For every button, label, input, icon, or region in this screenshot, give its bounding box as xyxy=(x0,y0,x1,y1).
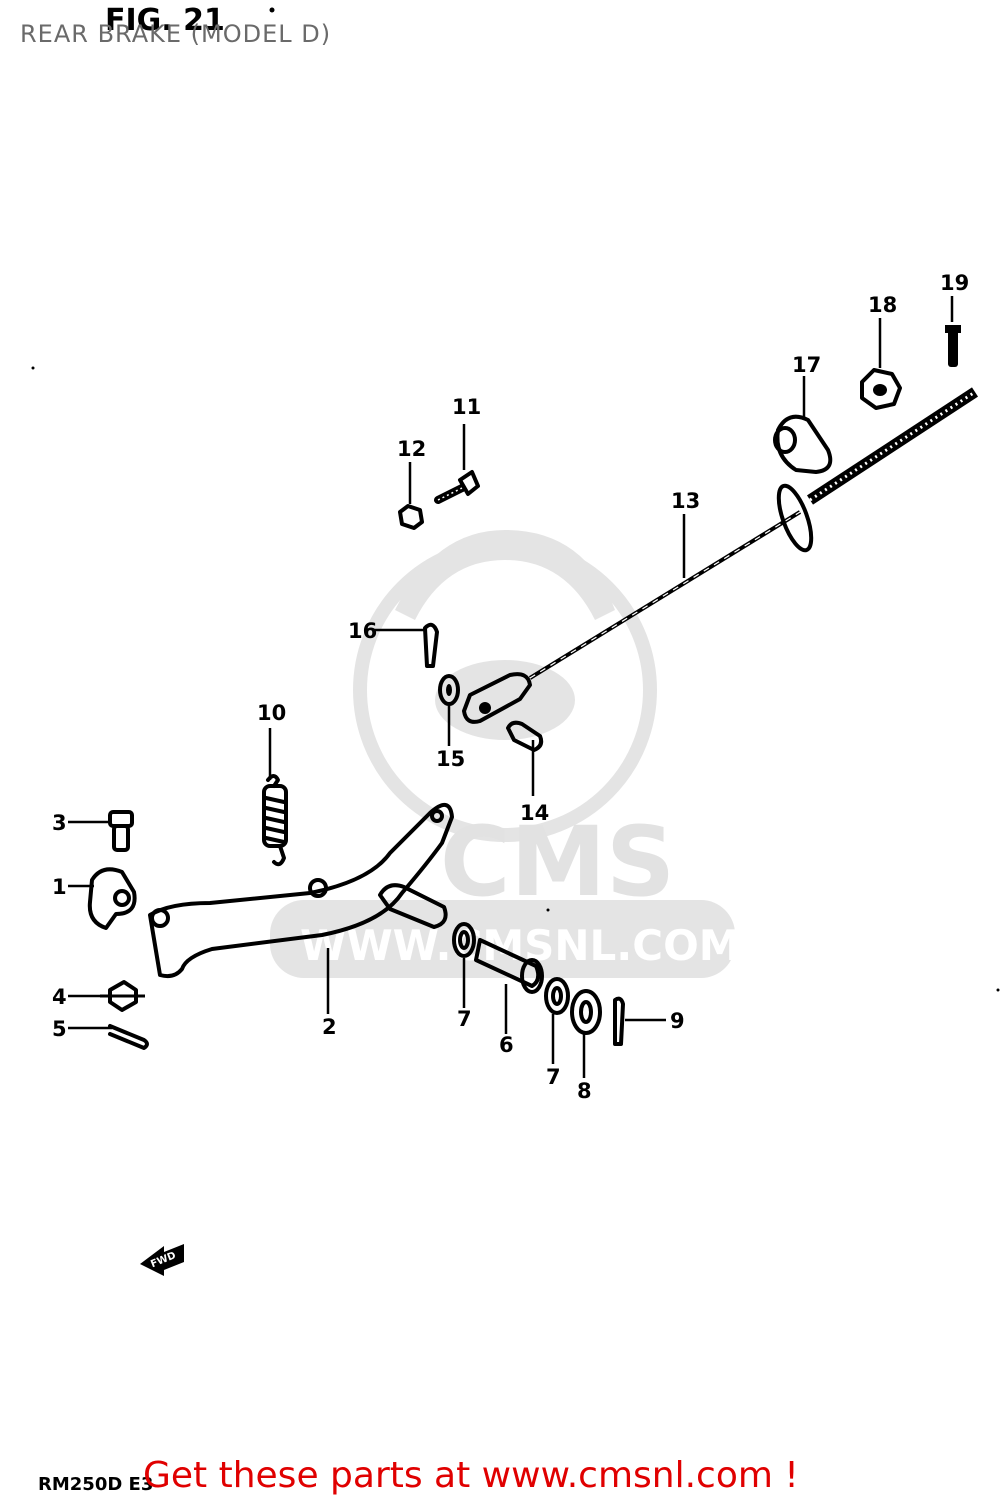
part-19-bolt xyxy=(945,325,961,367)
part-10-spring xyxy=(262,774,288,867)
callout-16: 16 xyxy=(348,619,377,643)
callout-14: 14 xyxy=(520,801,549,825)
part-12-nut xyxy=(398,504,424,530)
callout-19: 19 xyxy=(940,271,969,295)
callout-10: 10 xyxy=(257,701,286,725)
fwd-arrow-icon: FWD xyxy=(140,1244,184,1276)
callout-18: 18 xyxy=(868,293,897,317)
leader-lines xyxy=(68,296,954,1078)
callout-6: 6 xyxy=(499,1033,514,1057)
part-13-brake-rod xyxy=(462,387,979,724)
callout-numbers: 1 2 3 4 5 6 7 7 8 9 10 11 12 13 14 15 16… xyxy=(52,271,969,1103)
diagram-caption: REAR BRAKE (MODEL D) xyxy=(20,20,332,48)
callout-17: 17 xyxy=(792,353,821,377)
part-7-washer-b xyxy=(544,977,570,1015)
part-17-sleeve xyxy=(773,414,833,474)
watermark-brand: CMS xyxy=(440,806,675,918)
part-6-bushing xyxy=(474,938,544,994)
part-2-brake-pedal xyxy=(148,803,454,979)
model-code: RM250D E3 xyxy=(38,1474,153,1495)
callout-2: 2 xyxy=(322,1015,337,1039)
part-7-washer-a xyxy=(452,922,476,958)
part-14-pin xyxy=(506,720,544,752)
callout-1: 1 xyxy=(52,875,67,899)
callout-9: 9 xyxy=(670,1009,685,1033)
callout-5: 5 xyxy=(52,1017,67,1041)
part-5-cotter-pin xyxy=(108,1024,149,1050)
callout-7b: 7 xyxy=(546,1065,561,1089)
part-8-washer xyxy=(570,989,602,1035)
callout-3: 3 xyxy=(52,811,67,835)
part-1-clamp xyxy=(87,867,137,930)
callout-13: 13 xyxy=(671,489,700,513)
callout-4: 4 xyxy=(52,985,67,1009)
parts-link[interactable]: Get these parts at www.cmsnl.com ! xyxy=(143,1455,799,1496)
part-18-nut xyxy=(860,368,902,410)
watermark-url: WWW.CMSNL.COM xyxy=(300,921,741,970)
figure-number: FIG. 21 xyxy=(105,3,225,38)
callout-8: 8 xyxy=(577,1079,592,1103)
part-16-cotter-pin xyxy=(423,622,439,668)
callout-15: 15 xyxy=(436,747,465,771)
part-11-bolt xyxy=(434,470,480,504)
callout-11: 11 xyxy=(452,395,481,419)
part-9-cotter-pin xyxy=(613,996,625,1046)
callout-7a: 7 xyxy=(457,1007,472,1031)
part-3-bolt xyxy=(108,810,134,852)
callout-12: 12 xyxy=(397,437,426,461)
cms-watermark: CMS WWW.CMSNL.COM xyxy=(270,530,741,978)
